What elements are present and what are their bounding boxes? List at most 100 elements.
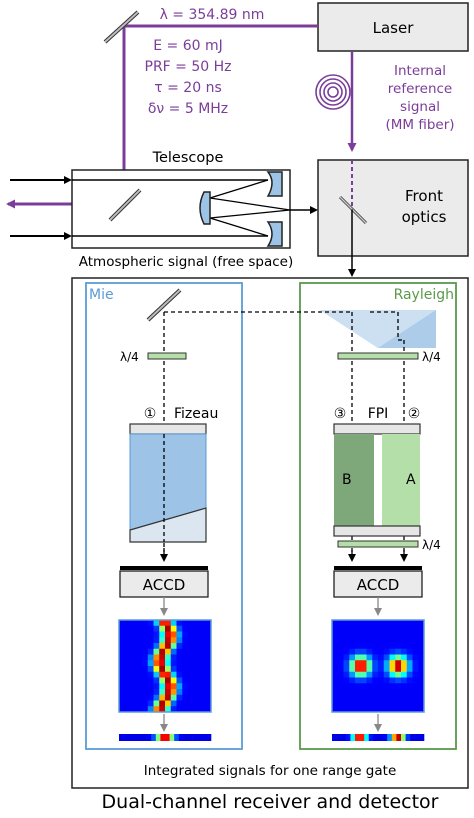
detector-pixel: [193, 706, 200, 713]
detector-pixel: [383, 694, 390, 701]
strip-pixel: [410, 734, 416, 741]
detector-pixel: [130, 700, 137, 707]
detector-pixel: [124, 706, 131, 713]
detector-pixel: [378, 706, 385, 713]
detector-pixel: [124, 666, 131, 673]
detector-pixel: [406, 654, 413, 661]
detector-pixel: [205, 689, 212, 696]
detector-pixel: [355, 694, 362, 701]
detector-pixel: [366, 694, 373, 701]
caption: Dual-channel receiver and detector: [102, 791, 439, 813]
detector-pixel: [366, 643, 373, 650]
mie-quarter-wave-plate: [147, 352, 187, 360]
detector-pixel: [205, 671, 212, 678]
detector-pixel: [401, 706, 408, 713]
detector-pixel: [337, 700, 344, 707]
strip-pixel: [364, 734, 370, 741]
detector-pixel: [119, 683, 126, 690]
detector-pixel: [165, 643, 172, 650]
detector-pixel: [205, 666, 212, 673]
fpi-a-label: A: [406, 472, 416, 488]
detector-pixel: [165, 620, 172, 627]
detector-pixel: [153, 625, 160, 632]
detector-pixel: [395, 671, 402, 678]
detector-pixel: [401, 625, 408, 632]
detector-pixel: [343, 643, 350, 650]
detector-pixel: [360, 671, 367, 678]
detector-pixel: [378, 666, 385, 673]
detector-pixel: [349, 683, 356, 690]
detector-pixel: [372, 625, 379, 632]
fiber-coil-icon: [315, 74, 351, 110]
detector-pixel: [360, 625, 367, 632]
accd-right: [333, 570, 423, 598]
detector-pixel: [188, 683, 195, 690]
detector-pixel: [165, 631, 172, 638]
detector-pixel: [406, 683, 413, 690]
detector-pixel: [366, 620, 373, 627]
detector-pixel: [142, 689, 149, 696]
detector-pixel: [176, 666, 183, 673]
detector-pixel: [205, 694, 212, 701]
accd-left-pins: [120, 566, 208, 570]
detector-pixel: [337, 643, 344, 650]
detector-pixel: [142, 666, 149, 673]
detector-pixel: [159, 620, 166, 627]
detector-pixel: [366, 671, 373, 678]
detector-pixel: [401, 677, 408, 684]
fizeau-top-plate: [129, 423, 207, 435]
front-optics-label-1: Front: [405, 187, 443, 205]
detector-pixel: [412, 694, 419, 701]
detector-pixel: [366, 637, 373, 644]
detector-pixel: [182, 683, 189, 690]
detector-pixel: [343, 620, 350, 627]
detector-pixel: [205, 620, 212, 627]
mie-lambda4: λ/4: [120, 350, 139, 364]
detector-pixel: [401, 694, 408, 701]
detector-pixel: [176, 625, 183, 632]
detector-pixel: [130, 631, 137, 638]
detector-pixel: [142, 620, 149, 627]
detector-pixel: [119, 694, 126, 701]
strip-pixel: [137, 734, 143, 741]
detector-pixel: [147, 625, 154, 632]
detector-pixel: [153, 648, 160, 655]
detector-pixel: [205, 654, 212, 661]
detector-pixel: [372, 660, 379, 667]
detector-pixel: [360, 666, 367, 673]
detector-pixel: [130, 648, 137, 655]
detector-pixel: [199, 671, 206, 678]
detector-pixel: [401, 683, 408, 690]
detector-pixel: [355, 654, 362, 661]
detector-pixel: [170, 689, 177, 696]
detector-pixel: [188, 694, 195, 701]
strip-pixel: [128, 734, 134, 741]
detector-pixel: [418, 625, 425, 632]
detector-pixel: [418, 666, 425, 673]
strip-pixel: [419, 734, 425, 741]
detector-pixel: [360, 620, 367, 627]
detector-pixel: [188, 671, 195, 678]
detector-pixel: [193, 700, 200, 707]
detector-pixel: [349, 631, 356, 638]
detector-pixel: [349, 689, 356, 696]
internal-ref-line2: reference: [388, 81, 452, 97]
accd-left: [119, 570, 209, 598]
detector-pixel: [159, 706, 166, 713]
detector-pixel: [337, 625, 344, 632]
detector-pixel: [395, 643, 402, 650]
detector-pixel: [378, 694, 385, 701]
detector-pixel: [406, 700, 413, 707]
detector-pixel: [153, 671, 160, 678]
detector-pixel: [378, 654, 385, 661]
detector-pixel: [332, 643, 339, 650]
detector-pixel: [193, 689, 200, 696]
detector-pixel: [130, 694, 137, 701]
detector-pixel: [383, 648, 390, 655]
detector-pixel: [159, 643, 166, 650]
detector-pixel: [165, 654, 172, 661]
rayleigh-panel: [299, 282, 457, 750]
detector-pixel: [182, 620, 189, 627]
detector-pixel: [343, 689, 350, 696]
detector-pixel: [349, 666, 356, 673]
